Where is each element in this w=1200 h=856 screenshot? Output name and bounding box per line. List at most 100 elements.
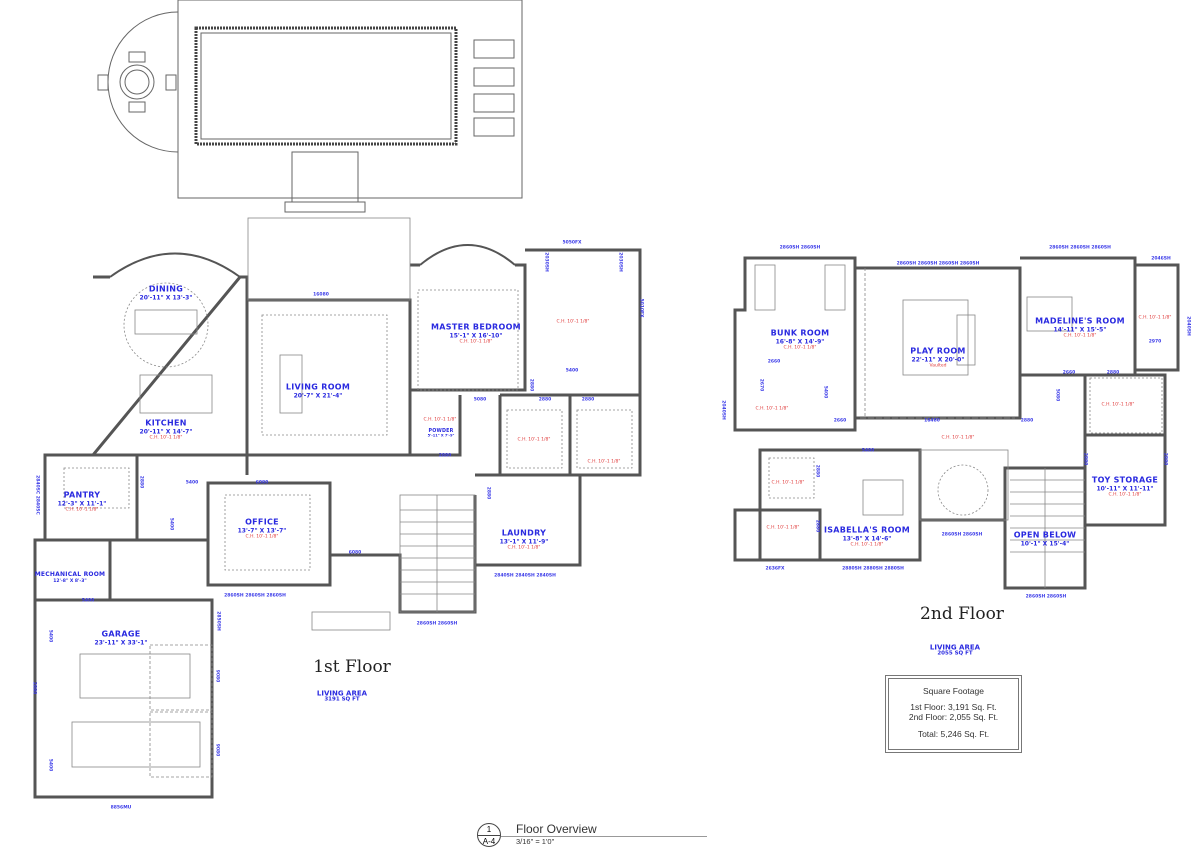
room-dimensions: 10'-1" X 15'-4" (1020, 540, 1070, 548)
ceiling-height: Vaulted (929, 363, 947, 369)
living-area-label: LIVING AREA (316, 689, 368, 698)
door-tag: 6080 (255, 480, 269, 486)
door-tag: 2880 (814, 464, 820, 478)
door-tag: 2880 (138, 475, 144, 489)
sheet-number: A-4 (482, 837, 496, 846)
door-tag: 6080 (348, 550, 362, 556)
door-tag: 2660 (1062, 370, 1076, 376)
door-tag: 2880 (438, 453, 452, 459)
door-tag: 2880 (1020, 418, 1034, 424)
garage-door-tag: 9080 (214, 743, 220, 757)
ceiling-note: C.H. 10'-1 1/8" (755, 406, 789, 412)
door-tag: 5400 (168, 517, 174, 531)
window-tag: 2880SH 2880SH 2880SH (842, 566, 904, 572)
door-tag: 2880 (31, 681, 37, 695)
room-name: PLAY ROOM (910, 346, 966, 356)
ceiling-height: C.H. 10'-1 1/8" (1108, 492, 1142, 498)
room-dimensions: 20'-11" X 13'-3" (139, 294, 193, 302)
room-dimensions: 13'-7" X 13'-7" (237, 527, 287, 535)
room-dimensions: 5'-11" X 7'-9" (427, 433, 455, 438)
window-tag: 2860SH 2860SH (779, 245, 821, 251)
door-tag: 5400 (47, 758, 53, 772)
door-tag: 2880 (1106, 370, 1120, 376)
door-tag: 5080 (1054, 388, 1060, 402)
room-dimensions: 15'-1" X 16'-10" (449, 332, 503, 340)
door-tag: 5480 (861, 448, 875, 454)
living-area-value: 3191 SQ FT (324, 696, 360, 703)
door-tag: 5400 (47, 629, 53, 643)
room-dimensions: 13'-8" X 14'-6" (842, 535, 892, 543)
detail-number: 1 (478, 824, 500, 836)
door-tag: 2660 (767, 359, 781, 365)
room-name: KITCHEN (145, 418, 187, 428)
room-name: MECHANICAL ROOM (34, 570, 106, 578)
room-name: ISABELLA'S ROOM (823, 525, 911, 535)
window-tag: 5010FX (638, 298, 644, 318)
garage-door-tag: 9080 (214, 669, 220, 683)
ceiling-note: C.H. 10'-1 1/8" (556, 319, 590, 325)
window-tag: 2040SH (1185, 316, 1191, 336)
room-name: OPEN BELOW (1013, 530, 1077, 540)
window-tag: 2860SH 2860SH (1025, 594, 1067, 600)
door-tag: 16480 (924, 418, 940, 424)
room-name: DINING (148, 284, 184, 294)
ceiling-note: C.H. 10'-1 1/8" (423, 417, 457, 423)
second-floor-title: 2nd Floor (920, 604, 1004, 624)
room-dimensions: 16'-8" X 14'-9" (775, 338, 825, 346)
first-floor-sqft: 1st Floor: 3,191 Sq. Ft. (910, 702, 997, 713)
title-underline (501, 836, 707, 837)
room-name: POWDER (428, 427, 454, 434)
living-area-label: LIVING AREA (929, 643, 981, 652)
door-tag: 5400 (81, 598, 95, 604)
window-tag: 2860SH 2860SH 2860SH (224, 593, 286, 599)
room-dimensions: 12'-3" X 11'-1" (57, 500, 107, 508)
second-floor-sqft: 2nd Floor: 2,055 Sq. Ft. (908, 712, 999, 723)
living-area-value: 2055 SQ FT (937, 650, 973, 657)
window-tag: 16080 (313, 292, 329, 298)
room-name: MASTER BEDROOM (431, 322, 521, 332)
door-tag: 5400 (185, 480, 199, 486)
window-tag: 2840SH 2840SH 2840SH (494, 573, 556, 579)
window-tag: 2860SH 2860SH (941, 532, 983, 538)
ceiling-note: C.H. 10'-1 1/8" (1138, 315, 1172, 321)
ceiling-note: C.H. 10'-1 1/8" (1101, 402, 1135, 408)
door-tag: 2880 (814, 519, 820, 533)
ceiling-note: C.H. 10'-1 1/8" (517, 437, 551, 443)
drawing-scale: 3/16" = 1'0" (516, 837, 555, 846)
door-tag: 2660 (833, 418, 847, 424)
ceiling-note: C.H. 10'-1 1/8" (766, 525, 800, 531)
window-tag: 2860SH 2860SH 2860SH (1049, 245, 1111, 251)
ceiling-height: C.H. 10'-1 1/8" (850, 542, 884, 548)
ceiling-note: C.H. 10'-1 1/8" (771, 480, 805, 486)
first-floor-walls (33, 244, 642, 799)
square-footage-box: Square Footage 1st Floor: 3,191 Sq. Ft. … (885, 675, 1022, 753)
second-floor-fixtures (754, 264, 1163, 588)
door-tag: 2880 (1082, 452, 1088, 466)
total-sqft: Total: 5,246 Sq. Ft. (917, 728, 990, 739)
door-tag: 2880 (485, 486, 491, 500)
room-dimensions: 13'-1" X 11'-9" (499, 538, 549, 546)
door-tag: 2880 (538, 397, 552, 403)
room-dimensions: 20'-7" X 21'-4" (293, 392, 343, 400)
ceiling-height: C.H. 10'-1 1/8" (149, 435, 183, 441)
window-tag: 2030SH (617, 252, 623, 272)
window-tag: 2040SH (720, 400, 726, 420)
window-tag: 2030SH (543, 252, 549, 272)
room-name: TOY STORAGE (1091, 475, 1159, 485)
